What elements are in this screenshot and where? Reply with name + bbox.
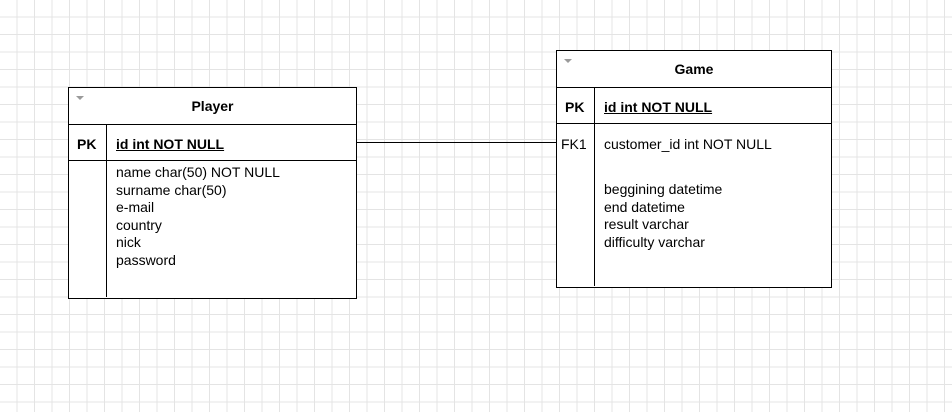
game-pk-label: PK [565, 99, 585, 115]
player-field[interactable]: name char(50) NOT NULL [116, 164, 280, 180]
game-field[interactable]: result varchar [604, 216, 689, 232]
game-pk-divider [557, 123, 831, 124]
game-title-divider [557, 87, 831, 88]
player-field[interactable]: country [116, 216, 162, 233]
game-pk-field[interactable]: id int NOT NULL [604, 99, 713, 115]
player-field[interactable]: password [116, 251, 176, 268]
collapse-icon[interactable] [76, 96, 84, 100]
game-field[interactable]: end datetime [604, 198, 685, 215]
player-field[interactable]: e-mail [116, 199, 155, 215]
player-table[interactable]: Player PK id int NOT NULL name char(50) … [68, 87, 357, 299]
game-fk-label: FK1 [561, 136, 587, 152]
game-field[interactable]: beggining datetime [604, 181, 723, 197]
player-key-column-divider [106, 124, 107, 297]
relationship-line[interactable] [356, 142, 557, 143]
player-field[interactable]: surname char(50) [116, 181, 227, 198]
player-field[interactable]: nick [116, 234, 141, 250]
player-title-divider [69, 124, 356, 125]
game-field[interactable]: difficulty varchar [604, 233, 705, 250]
player-pk-field[interactable]: id int NOT NULL [116, 136, 225, 152]
collapse-icon[interactable] [564, 59, 572, 63]
player-pk-divider [69, 160, 356, 161]
player-table-title: Player [191, 98, 234, 114]
player-pk-label: PK [77, 136, 97, 152]
game-table-title: Game [674, 61, 714, 77]
game-key-column-divider [594, 87, 595, 286]
game-table[interactable]: Game PK id int NOT NULL FK1 customer_id … [556, 50, 832, 288]
game-fk-field[interactable]: customer_id int NOT NULL [604, 136, 772, 152]
